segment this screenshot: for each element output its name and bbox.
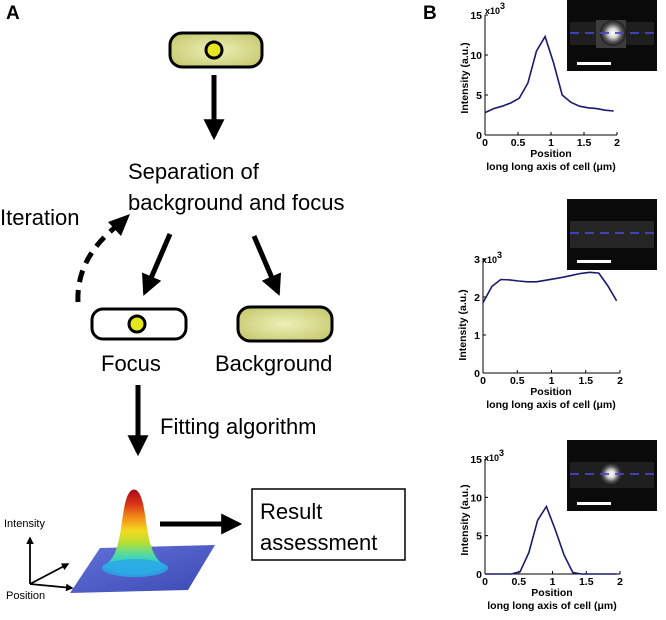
focus-spot-icon: [127, 314, 147, 334]
intensity-profile-line: [484, 34, 614, 114]
y-tick-label: 10: [470, 50, 482, 62]
y-tick-label: 2: [474, 292, 480, 304]
position-axis-label: Position: [6, 590, 45, 602]
x-axis-title-line1: Position: [530, 148, 571, 160]
x-tick-label: 0: [480, 375, 486, 387]
focus-dot-icon: [204, 40, 224, 60]
intensity-profile-chart-2: x10 3 Intensity (a.u.) 0 0.5 1 1.5 2 0 1 2 3 Pos…: [457, 250, 623, 411]
panel-b-letter: B: [423, 3, 437, 24]
intensity-profile-line: [482, 271, 618, 304]
x-tick-label: 1.5: [578, 375, 593, 387]
x-tick-label: 2: [617, 576, 623, 588]
x-tick-label: 0: [482, 137, 488, 149]
x-tick-label: 0: [482, 576, 488, 588]
arrow-to-focus-icon: [142, 233, 173, 296]
y-axis-title: Intensity (a.u.): [459, 484, 471, 555]
y-tick-label: 15: [470, 454, 482, 466]
result-label-line2: assessment: [260, 530, 377, 555]
iteration-dashed-arrow: [75, 223, 120, 303]
x-axis-title-line1: Position: [531, 587, 572, 599]
background-cell-illustration: [236, 305, 334, 343]
micrograph-inset-1: [567, 0, 657, 71]
panel-b: B x10 3 Intensity (a.u.): [423, 0, 657, 612]
y-multiplier-exponent: 3: [500, 1, 505, 11]
y-tick-label: 3: [474, 254, 480, 266]
cell-with-focus-illustration: [168, 31, 264, 69]
y-multiplier-exponent: 3: [497, 250, 502, 260]
separation-label-line2: background and focus: [128, 190, 345, 215]
x-tick-label: 0.5: [510, 375, 525, 387]
y-tick-label: 15: [470, 10, 482, 22]
panel-a: A Separation of background and focus Ite…: [0, 3, 406, 602]
y-axis-title: Intensity (a.u.): [457, 289, 469, 360]
intensity-profile-line: [485, 504, 617, 575]
micrograph-inset-3: [567, 440, 657, 511]
x-tick-label: 1: [550, 576, 556, 588]
y-multiplier-label: x10: [482, 255, 497, 265]
x-tick-label: 1.5: [579, 576, 594, 588]
intensity-profile-chart-1: x10 3 Intensity (a.u.) 0 0.5 1 1.5 2 0 5 10 15 P…: [459, 1, 620, 173]
panel-a-letter: A: [6, 3, 20, 24]
y-tick-label: 5: [476, 90, 482, 102]
x-tick-label: 0.5: [511, 576, 526, 588]
iteration-label: Iteration: [0, 205, 80, 230]
y-tick-label: 0: [474, 368, 480, 380]
y-multiplier-exponent: 3: [499, 448, 504, 458]
arrow-to-background-icon: [251, 235, 282, 296]
background-label: Background: [215, 351, 332, 376]
result-assessment-box: [251, 488, 406, 561]
focus-cell-illustration: [90, 307, 188, 341]
axes-3d-icon: [26, 536, 74, 592]
y-tick-label: 1: [474, 330, 480, 342]
x-tick-label: 1: [549, 375, 555, 387]
scale-bar: [577, 502, 611, 505]
separation-label-line1: Separation of: [128, 159, 260, 184]
iteration-arrowhead-icon: [108, 214, 130, 236]
gaussian-peak-illustration: [70, 489, 215, 593]
x-axis-title-line1: Position: [530, 386, 571, 398]
y-tick-label: 0: [476, 569, 482, 581]
intensity-profile-chart-3: x10 3 Intensity (a.u.) 0 0.5 1 1.5 2 0 5 10 15 P…: [459, 448, 623, 612]
intensity-axis-label: Intensity: [4, 518, 45, 530]
y-multiplier-label: x10: [485, 6, 500, 16]
x-tick-label: 2: [614, 137, 620, 149]
x-tick-label: 2: [617, 375, 623, 387]
y-tick-label: 10: [470, 492, 482, 504]
micrograph-inset-2: [567, 199, 657, 270]
result-label-line1: Result: [260, 499, 322, 524]
x-axis-title-line2: long long axis of cell (μm): [486, 399, 616, 411]
x-tick-label: 1: [548, 137, 554, 149]
x-tick-label: 1.5: [577, 137, 592, 149]
y-tick-label: 5: [476, 531, 482, 543]
x-axis-title-line2: long long axis of cell (μm): [487, 600, 617, 612]
x-tick-label: 0.5: [511, 137, 526, 149]
scale-bar: [577, 260, 611, 263]
x-axis-title-line2: long long axis of cell (μm): [486, 161, 616, 173]
y-multiplier-label: x10: [484, 453, 499, 463]
scale-bar: [577, 62, 611, 65]
focus-label: Focus: [101, 351, 161, 376]
y-tick-label: 0: [476, 130, 482, 142]
fitting-label: Fitting algorithm: [160, 414, 317, 439]
y-axis-title: Intensity (a.u.): [459, 42, 471, 113]
